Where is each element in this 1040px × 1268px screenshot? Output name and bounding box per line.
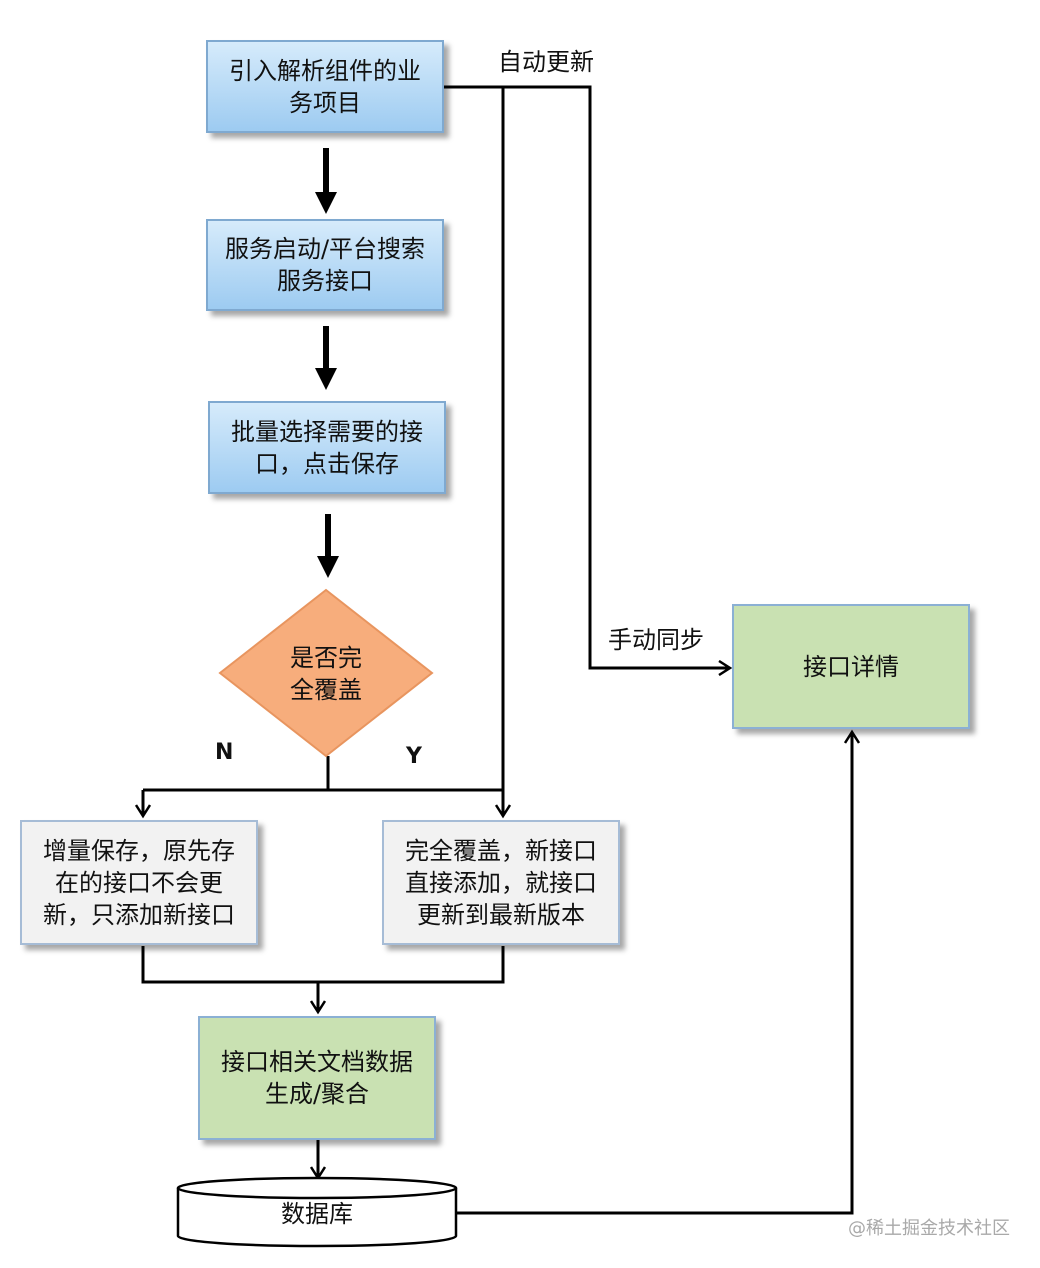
node-incremental: 增量保存，原先存在的接口不会更新，只添加新接口 bbox=[20, 820, 258, 945]
label-manual-sync: 手动同步 bbox=[608, 626, 704, 654]
node-full-cover: 完全覆盖，新接口直接添加，就接口更新到最新版本 bbox=[382, 820, 620, 945]
label-yes: Y bbox=[406, 744, 422, 769]
node-generate-docs: 接口相关文档数据生成/聚合 bbox=[198, 1016, 436, 1140]
label-no: N bbox=[215, 740, 234, 765]
merge-bar bbox=[141, 946, 505, 984]
decision-text: 是否完全覆盖 bbox=[290, 644, 362, 704]
decision-diamond bbox=[218, 588, 434, 758]
node-interface-detail: 接口详情 bbox=[732, 604, 970, 729]
database-label: 数据库 bbox=[281, 1200, 353, 1228]
thick-arrows bbox=[315, 148, 339, 578]
database-shape bbox=[176, 1176, 458, 1248]
node-batch-select: 批量选择需要的接口，点击保存 bbox=[208, 401, 446, 494]
watermark: @稀土掘金技术社区 bbox=[848, 1218, 1010, 1239]
db-to-detail-line bbox=[456, 732, 852, 1215]
manual-sync-line bbox=[444, 85, 730, 668]
label-auto-update: 自动更新 bbox=[498, 48, 594, 76]
node-import-project: 引入解析组件的业务项目 bbox=[206, 40, 444, 133]
node-service-start: 服务启动/平台搜索服务接口 bbox=[206, 219, 444, 311]
